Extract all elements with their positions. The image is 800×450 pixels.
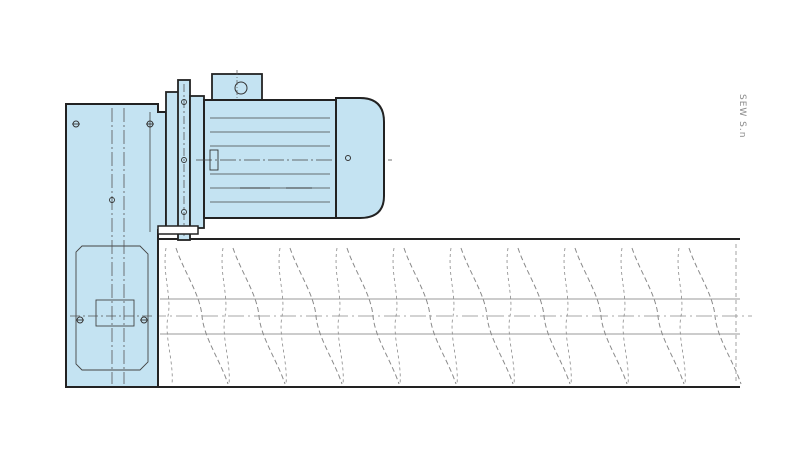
- screw-flight-back: [563, 247, 572, 385]
- coupling-flange-inner: [189, 95, 205, 229]
- screw-flight-front: [289, 247, 343, 385]
- gearbox-housing: [65, 103, 167, 388]
- screw-flight-front: [232, 247, 286, 385]
- margin-note: SEW S.n: [737, 94, 747, 139]
- terminal-box-gland: [234, 81, 248, 95]
- screw-flight-back: [164, 247, 173, 385]
- screw-flight-front: [346, 247, 400, 385]
- screw-flight-front: [631, 247, 685, 385]
- screw-flight-front: [403, 247, 457, 385]
- coupling-flanges: [165, 79, 205, 241]
- screw-flights: [164, 247, 742, 385]
- screw-flight-back: [620, 247, 629, 385]
- fan-shaft-end: [345, 155, 351, 161]
- gearbox-inner-boss: [75, 245, 149, 371]
- screw-flight-front: [688, 247, 742, 385]
- screw-flight-back: [221, 247, 230, 385]
- screw-flight-back: [335, 247, 344, 385]
- coupling-bolts: [181, 99, 187, 215]
- screw-flight-front: [175, 247, 229, 385]
- screw-flight-back: [449, 247, 458, 385]
- gearbox-bolts: [72, 120, 154, 324]
- screw-conveyor: [150, 238, 752, 388]
- screw-flight-front: [517, 247, 571, 385]
- stator-details: [209, 149, 312, 189]
- screw-flight-back: [677, 247, 686, 385]
- fan-cover: [335, 97, 385, 219]
- screw-flight-front: [460, 247, 514, 385]
- motor-stator: [203, 99, 337, 219]
- screw-flight-back: [392, 247, 401, 385]
- gearbox-body: [65, 103, 167, 388]
- screw-flight-back: [278, 247, 287, 385]
- motor-base-plate: [157, 225, 199, 235]
- screw-flight-front: [574, 247, 628, 385]
- output-flange: [95, 299, 135, 327]
- screw-flight-back: [506, 247, 515, 385]
- electric-motor: [196, 70, 392, 219]
